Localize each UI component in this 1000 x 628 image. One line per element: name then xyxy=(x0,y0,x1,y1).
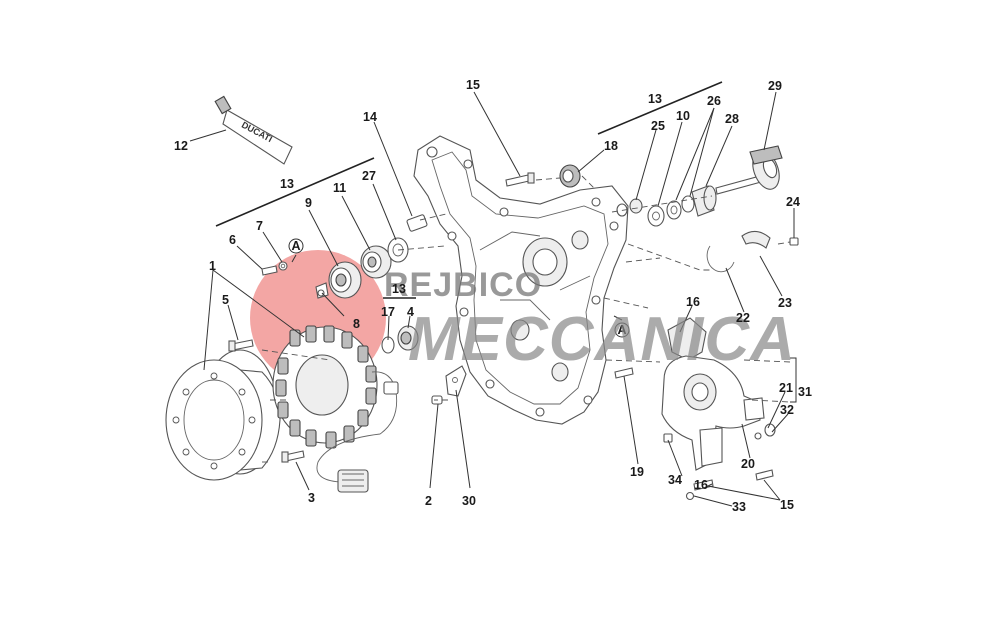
callout-7: 7 xyxy=(256,219,263,233)
flywheel-rotor xyxy=(165,349,281,481)
callout-13c: 13 xyxy=(392,282,406,296)
callout-1: 1 xyxy=(209,259,216,273)
water-pump-shaft xyxy=(616,145,799,273)
callout-27: 27 xyxy=(362,169,376,183)
callout-16b: 16 xyxy=(694,478,708,492)
callout-33: 33 xyxy=(732,500,746,514)
callout-30: 30 xyxy=(462,494,476,508)
reference-marker-a-right: A xyxy=(613,315,630,338)
sealant-tube: DUCATI xyxy=(214,95,293,165)
callout-13a: 13 xyxy=(280,177,294,191)
marker-a-left-label: A xyxy=(291,239,300,253)
callout-29: 29 xyxy=(768,79,782,93)
callout-18: 18 xyxy=(604,139,618,153)
callout-14: 14 xyxy=(363,110,377,124)
callout-26: 26 xyxy=(707,94,721,108)
callout-12: 12 xyxy=(174,139,188,153)
callout-32: 32 xyxy=(780,403,794,417)
callout-brackets xyxy=(215,81,797,403)
callout-8: 8 xyxy=(353,317,360,331)
callout-21: 21 xyxy=(779,381,793,395)
callout-10: 10 xyxy=(676,109,690,123)
small-parts-center xyxy=(406,214,467,405)
marker-a-right-label: A xyxy=(617,323,626,337)
cover-hardware xyxy=(505,164,634,379)
callout-6: 6 xyxy=(229,233,236,247)
callout-34: 34 xyxy=(668,473,682,487)
stator-coil xyxy=(272,325,399,493)
callout-20: 20 xyxy=(741,457,755,471)
bearings-left xyxy=(328,237,419,354)
callout-15b: 15 xyxy=(780,498,794,512)
callout-13b: 13 xyxy=(648,92,662,106)
water-pump-housing xyxy=(661,317,776,501)
callout-16a: 16 xyxy=(686,295,700,309)
callout-labels: 1 2 3 4 5 6 7 8 9 10 11 12 13 13 13 14 1… xyxy=(174,78,812,514)
left-bolts xyxy=(228,261,329,463)
callout-19: 19 xyxy=(630,465,644,479)
callout-2: 2 xyxy=(425,494,432,508)
callout-5: 5 xyxy=(222,293,229,307)
callout-17: 17 xyxy=(381,305,395,319)
callout-31: 31 xyxy=(798,385,812,399)
callout-3: 3 xyxy=(308,491,315,505)
crankcase-cover xyxy=(413,135,629,425)
callout-11: 11 xyxy=(333,181,346,195)
assembly-guides xyxy=(261,175,791,463)
watermark-line1: REJBICO xyxy=(384,266,542,304)
watermark-line2: MECCANICA xyxy=(408,305,796,374)
callout-22: 22 xyxy=(736,311,750,325)
callout-25: 25 xyxy=(651,119,665,133)
leader-lines xyxy=(189,91,795,507)
callout-15a: 15 xyxy=(466,78,480,92)
reference-marker-a-left: A xyxy=(288,238,304,263)
callout-24: 24 xyxy=(786,195,800,209)
callout-4: 4 xyxy=(407,305,414,319)
callout-23: 23 xyxy=(778,296,792,310)
callout-28: 28 xyxy=(725,112,739,126)
callout-9: 9 xyxy=(305,196,312,210)
